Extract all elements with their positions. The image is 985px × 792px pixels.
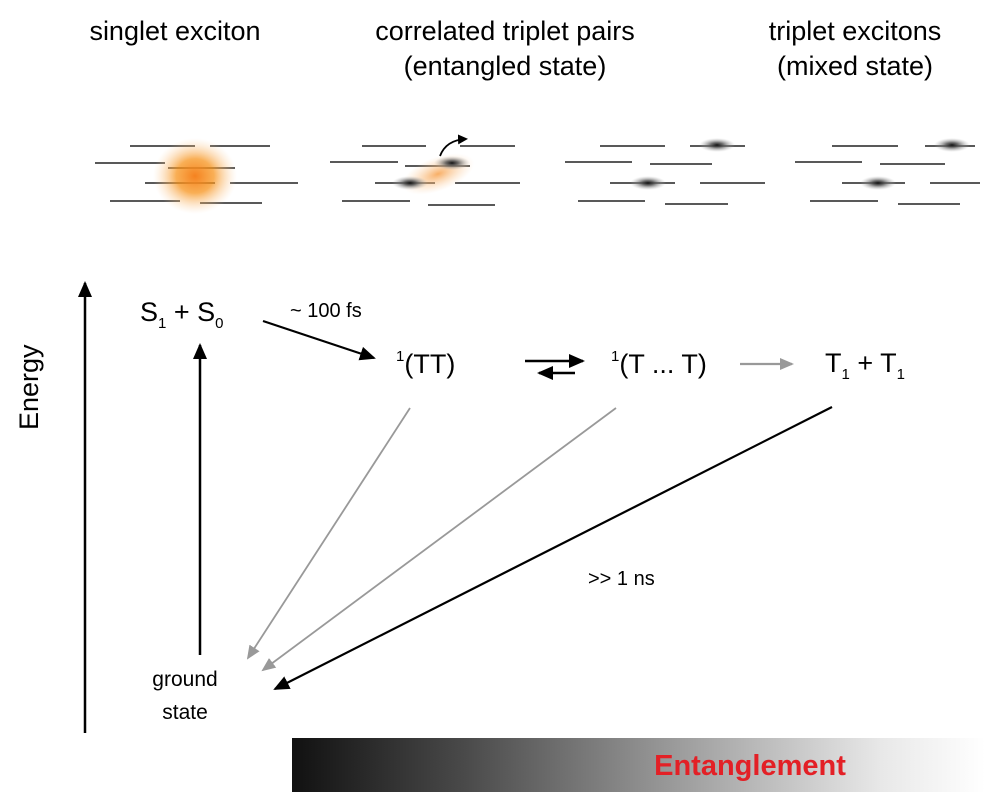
t1-subscript-a: 1: [841, 366, 850, 383]
singlet-exciton-glow: [153, 138, 237, 214]
s1-subscript: 1: [158, 315, 167, 332]
triplet-dot-correlated-a: [434, 156, 470, 170]
triplet-dot-mixed-d: [860, 176, 896, 190]
hop-arrow: [439, 134, 468, 157]
state-t1-t1: T1 + T1: [825, 348, 905, 383]
timescale-fast: ~ 100 fs: [290, 300, 362, 322]
energy-axis-label: Energy: [14, 344, 44, 430]
correlated-pair-glow: [401, 153, 475, 195]
ground-state-line1: ground: [152, 668, 218, 691]
decay-arrow-tt: [246, 407, 411, 660]
header-correlated-line2: (entangled state): [403, 51, 607, 81]
triplet-dot-mixed-a: [699, 138, 735, 152]
t1-letter-b: T: [880, 348, 897, 378]
tt-superscript: 1: [396, 348, 405, 365]
t1-subscript-b: 1: [896, 366, 905, 383]
t1-letter-a: T: [825, 348, 842, 378]
s1-letter: S: [140, 297, 159, 327]
molecule-stack-triplet-2: [795, 145, 980, 205]
s0-letter: S: [197, 297, 216, 327]
decay-arrow-t1t1: [273, 406, 833, 690]
header-triplet-excitons: triplet excitons (mixed state): [735, 14, 975, 84]
header-triplet-line1: triplet excitons: [768, 16, 942, 46]
header-singlet-line1: singlet exciton: [89, 16, 261, 46]
s1s0-plus: +: [166, 297, 198, 327]
t-t-superscript: 1: [611, 348, 620, 365]
s0-subscript: 0: [215, 315, 224, 332]
header-singlet-exciton: singlet exciton: [55, 14, 295, 49]
header-correlated-triplet-pairs: correlated triplet pairs (entangled stat…: [345, 14, 665, 84]
t1t1-plus: +: [849, 348, 881, 378]
triplet-dot-mixed-b: [630, 176, 666, 190]
state-s1-s0: S1 + S0: [140, 297, 224, 332]
ground-state-line2: state: [162, 701, 208, 724]
triplet-dot-mixed-c: [934, 138, 970, 152]
entanglement-gradient-bar: [292, 738, 985, 792]
molecule-stack-triplet-1: [565, 145, 765, 205]
triplet-dot-correlated-b: [392, 176, 428, 190]
state-t-dots-t: 1(T ... T): [611, 348, 707, 380]
t-t-text: (T ... T): [619, 349, 707, 379]
timescale-slow: >> 1 ns: [588, 568, 655, 590]
ground-state-label: ground state: [130, 663, 240, 729]
fission-arrow: [262, 319, 376, 361]
header-triplet-line2: (mixed state): [776, 51, 934, 81]
entanglement-label: Entanglement: [654, 750, 846, 782]
state-tt: 1(TT): [396, 348, 455, 380]
decay-arrow-t-t: [261, 407, 617, 672]
header-correlated-line1: correlated triplet pairs: [375, 16, 635, 46]
tt-text: (TT): [404, 349, 456, 379]
